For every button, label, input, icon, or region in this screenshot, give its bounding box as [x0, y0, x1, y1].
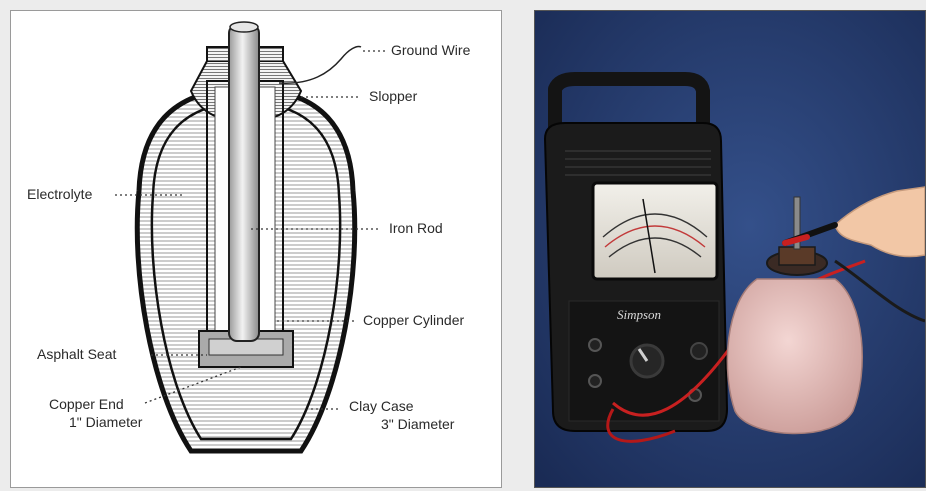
iron-rod [228, 24, 260, 342]
meter-dial-face [591, 181, 719, 281]
clay-case-inner-wall [150, 101, 342, 441]
jack-2 [588, 374, 602, 388]
iron-rod-top [229, 21, 259, 33]
label-electrolyte: Electrolyte [27, 186, 93, 202]
meter-photo: Simpson [535, 11, 925, 487]
meter-handle [548, 72, 710, 131]
test-lead-black [834, 259, 925, 323]
cell-diagram: Ground Wire Slopper Electrolyte Iron Rod… [27, 21, 471, 454]
iron-rod-photo [793, 196, 801, 250]
probe-tip [782, 234, 810, 246]
clay-cell [726, 278, 863, 435]
label-copper-end: Copper End [49, 396, 124, 412]
leader-copper-end [144, 366, 242, 404]
label-copper-cylinder: Copper Cylinder [363, 312, 464, 328]
label-clay-case-diameter: 3" Diameter [381, 416, 455, 432]
jack-1 [588, 338, 602, 352]
knob-pointer [637, 348, 649, 362]
label-asphalt-seat: Asphalt Seat [37, 346, 116, 362]
label-ground-wire: Ground Wire [391, 42, 471, 58]
photo-panel: Simpson [534, 10, 926, 488]
label-clay-case: Clay Case [349, 398, 414, 414]
test-lead-red-2 [606, 408, 676, 443]
label-iron-rod: Iron Rod [389, 220, 443, 236]
diagram-panel: Ground Wire Slopper Electrolyte Iron Rod… [10, 10, 502, 488]
meter-scales [602, 213, 708, 258]
copper-top [778, 246, 816, 266]
meter-brand-label: Simpson [617, 307, 661, 322]
label-slopper: Slopper [369, 88, 418, 104]
hand [834, 186, 925, 258]
ground-wire [278, 45, 362, 84]
zero-adjust-knob [690, 342, 708, 360]
meter-ribs [565, 150, 711, 176]
label-copper-end-diameter: 1" Diameter [69, 414, 143, 430]
meter-needle [642, 198, 656, 274]
